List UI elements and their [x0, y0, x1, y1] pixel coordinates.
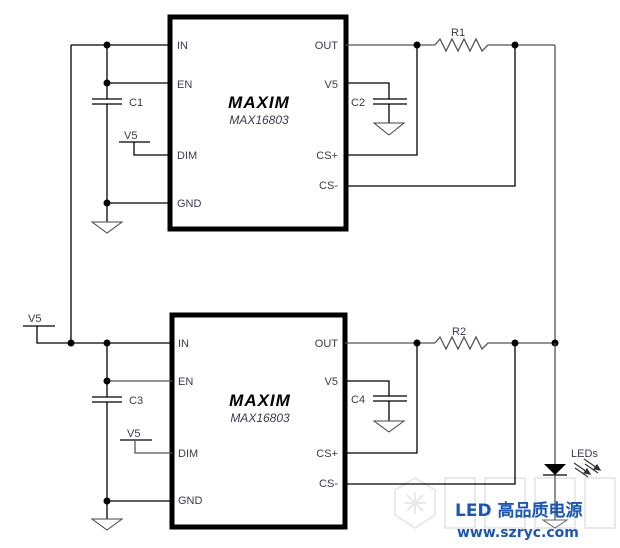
junction-dot: [103, 79, 111, 87]
chip-u2-pin-en: EN: [178, 376, 193, 388]
watermark-title: LED 高品质电源: [455, 500, 582, 521]
capacitor-c3: [92, 396, 122, 403]
chip-u1-body: [167, 14, 349, 232]
chip-u1-pin-v5: V5: [325, 79, 338, 91]
junction-dot: [103, 199, 111, 207]
chip-u1-pin-out: OUT: [315, 40, 339, 52]
chip-u2-right-wiring: R2 C4: [345, 326, 559, 485]
ground-icon: [90, 221, 124, 234]
chip-u1-pin-in: IN: [177, 40, 188, 52]
input-supply: V5: [23, 45, 170, 347]
junction-dot: [103, 497, 111, 505]
capacitor-c4-label: C4: [351, 394, 365, 406]
led-diode-icon: [544, 464, 566, 475]
chip-u1-part-number: MAX16803: [229, 113, 289, 127]
resistor-r1: [434, 37, 492, 53]
chip-u2-part-number: MAX16803: [230, 411, 290, 425]
capacitor-c4: [373, 395, 407, 402]
chip-u2-pin-v5: V5: [325, 376, 338, 388]
capacitor-c1-label: C1: [129, 97, 143, 109]
ground-icon: [90, 518, 124, 531]
chip-u1: IN EN DIM GND OUT V5 CS+ CS- MAXIM MAX16…: [167, 14, 349, 232]
chip-u2-pin-in: IN: [178, 338, 189, 350]
chip-u2-pin-gnd: GND: [178, 495, 203, 507]
chip-u2-pin-out: OUT: [315, 338, 339, 350]
ground-icon: [372, 420, 406, 433]
watermark-url: www.szryc.com: [457, 525, 579, 541]
chip-u2-pin-cs-plus: CS+: [316, 448, 338, 460]
watermark: LED 高品质电源 www.szryc.com: [455, 500, 582, 541]
chip-u1-pin-en: EN: [177, 79, 192, 91]
junction-dot: [103, 377, 111, 385]
chip-u2-left-wiring: C3 V5: [90, 343, 172, 531]
chip-u1-pin-cs-plus: CS+: [316, 150, 338, 162]
chip-u1-right-wiring: R1 C2: [346, 27, 556, 342]
chip-u1-left-wiring: C1 V5: [71, 41, 170, 234]
chip-u2-pin-dim: DIM: [178, 448, 198, 460]
chip-u2-body: [169, 312, 348, 530]
led-string: LEDs: [541, 343, 602, 529]
dim-v5-label-2: V5: [127, 428, 140, 440]
leds-label: LEDs: [571, 448, 598, 460]
chip-u1-pin-dim: DIM: [177, 150, 197, 162]
junction-dot: [103, 41, 111, 49]
resistor-r2-label: R2: [452, 326, 466, 338]
junction-dot: [67, 339, 75, 347]
input-v5-label: V5: [28, 313, 41, 325]
capacitor-c3-label: C3: [129, 395, 143, 407]
light-emission-icon: [573, 458, 602, 478]
chip-u2: IN EN DIM GND OUT V5 CS+ CS- MAXIM MAX16…: [169, 312, 348, 530]
chip-u1-brand-logo: MAXIM: [228, 93, 290, 112]
ground-icon: [541, 519, 569, 529]
capacitor-c2: [373, 98, 407, 105]
resistor-r2: [434, 335, 492, 351]
chip-u2-pin-cs-minus: CS-: [319, 478, 338, 490]
chip-u1-pin-cs-minus: CS-: [319, 180, 338, 192]
capacitor-c2-label: C2: [351, 97, 365, 109]
dim-v5-label-1: V5: [124, 130, 137, 142]
chip-u1-pin-gnd: GND: [177, 198, 202, 210]
chip-u2-brand-logo: MAXIM: [229, 391, 291, 410]
capacitor-c1: [92, 98, 122, 105]
resistor-r1-label: R1: [451, 27, 465, 39]
ground-icon: [372, 122, 406, 136]
